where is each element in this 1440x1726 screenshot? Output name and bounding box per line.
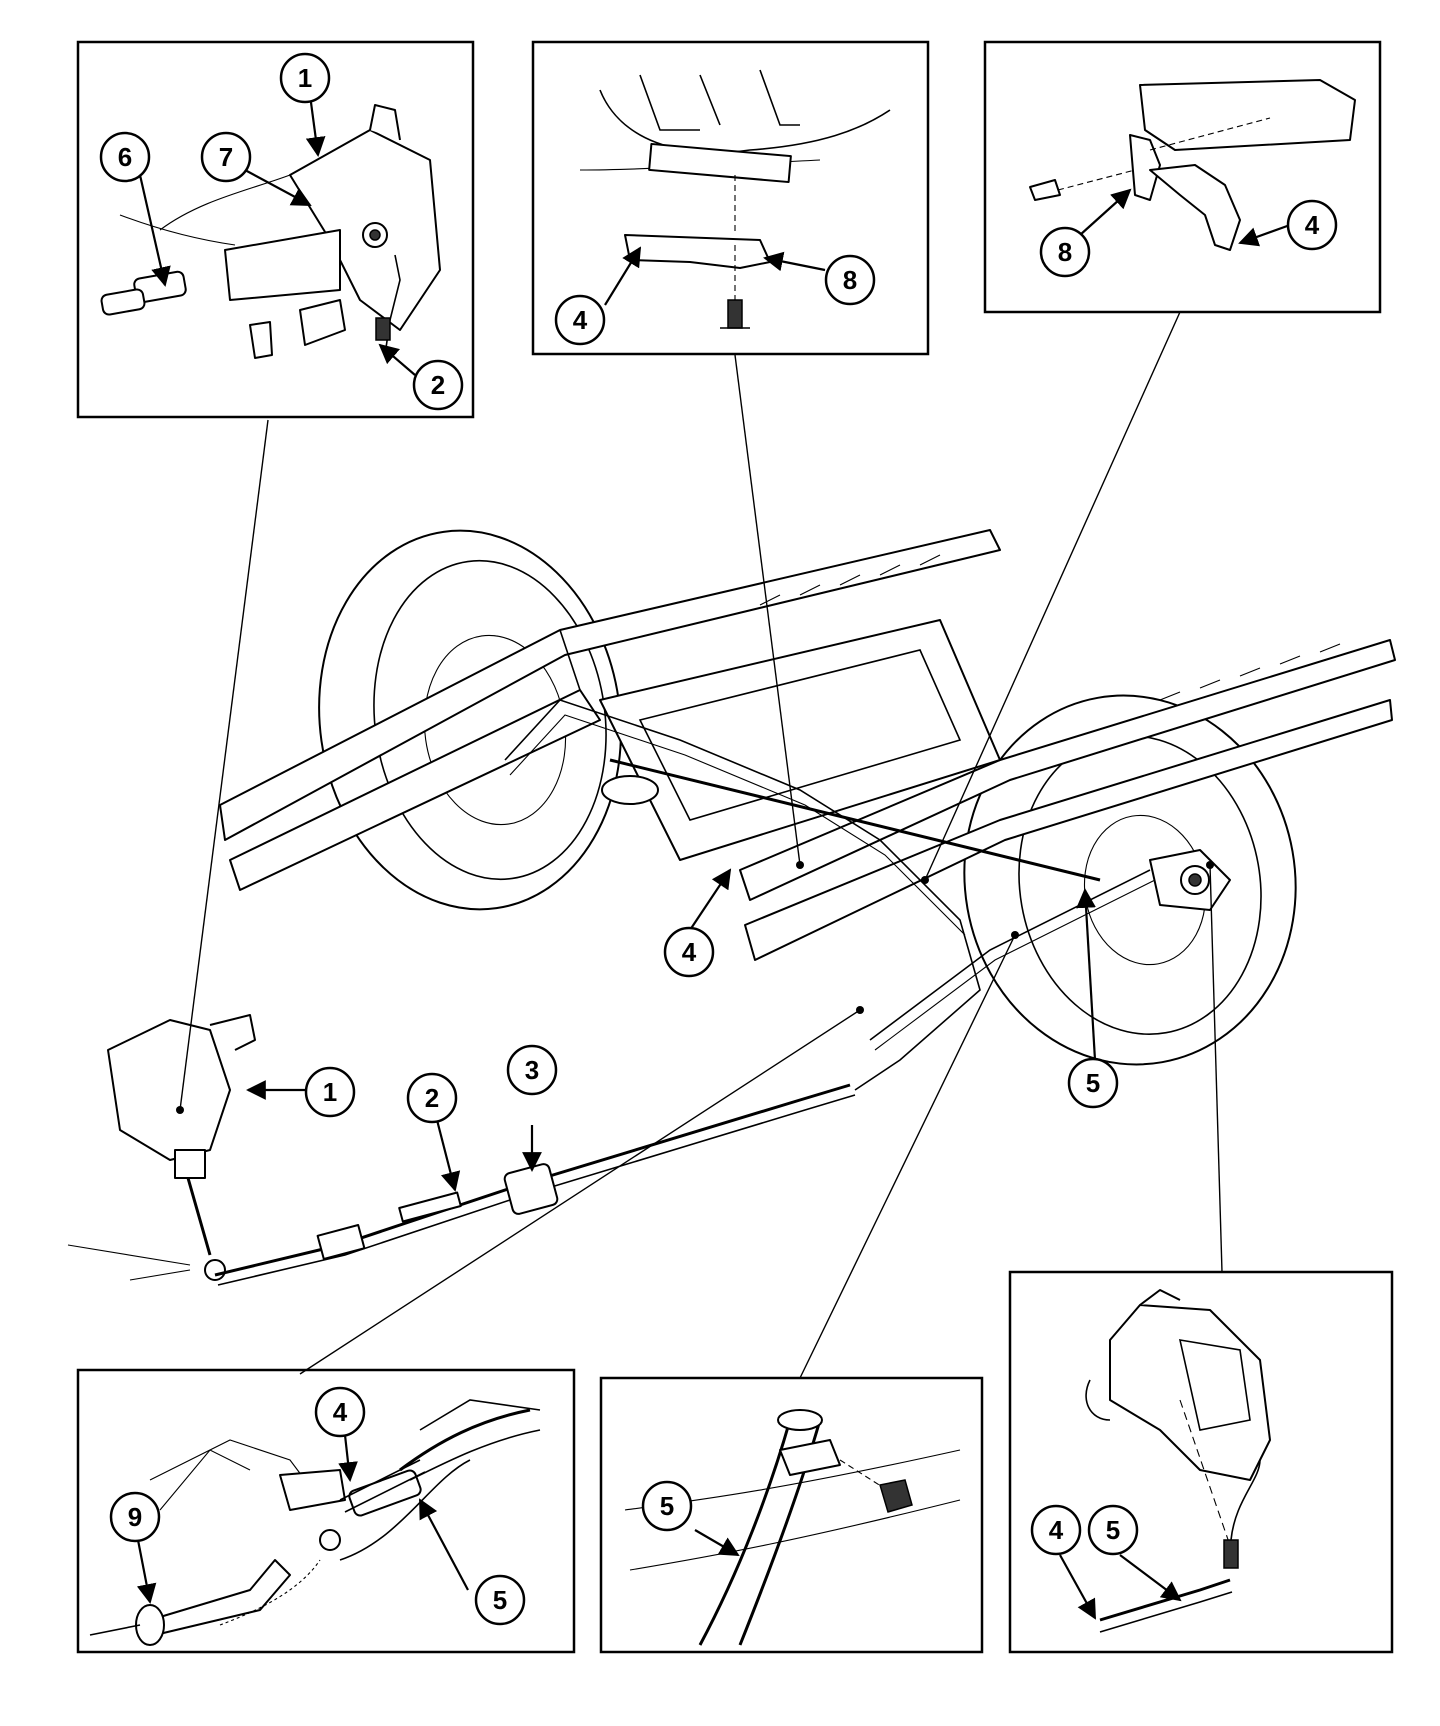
callout-label: 5 <box>1086 1068 1100 1098</box>
callout-4-inset-c: 4 <box>1286 199 1338 251</box>
callout-4-inset-b: 4 <box>554 294 606 346</box>
callout-1-main: 1 <box>304 1066 356 1118</box>
callout-4-inset-f: 4 <box>1030 1504 1082 1556</box>
callout-5-main: 5 <box>1067 1057 1119 1109</box>
leader-lines <box>176 311 1223 1379</box>
callout-3-main: 3 <box>506 1044 558 1096</box>
callout-label: 1 <box>323 1077 337 1107</box>
callout-5-inset-d: 5 <box>474 1574 526 1626</box>
callout-label: 4 <box>333 1397 348 1427</box>
callout-4-main: 4 <box>663 926 715 978</box>
callout-8-inset-b: 8 <box>824 254 876 306</box>
main-chassis-view <box>67 529 1396 1286</box>
callout-label: 9 <box>128 1502 142 1532</box>
callout-label: 4 <box>682 937 697 967</box>
callout-4-inset-d: 4 <box>314 1386 366 1438</box>
frame-rails <box>219 529 1396 961</box>
inset-parking-brake-pedal <box>76 40 475 419</box>
callout-label: 4 <box>573 305 588 335</box>
callout-2-main: 2 <box>406 1072 458 1124</box>
callout-label: 3 <box>525 1055 539 1085</box>
rear-parking-brake-cables <box>504 699 1156 1091</box>
callout-label: 4 <box>1305 210 1320 240</box>
callout-label: 7 <box>219 142 233 172</box>
callout-label: 2 <box>431 370 445 400</box>
callout-label: 8 <box>843 265 857 295</box>
callout-label: 5 <box>493 1585 507 1615</box>
callout-label: 1 <box>298 63 312 93</box>
callout-9-inset-d: 9 <box>109 1491 161 1543</box>
callout-6-inset-a: 6 <box>99 131 151 183</box>
callout-label: 5 <box>660 1491 674 1521</box>
callout-5-inset-f: 5 <box>1087 1504 1139 1556</box>
cable-equalizer <box>503 1163 559 1215</box>
inset-frame-bracket <box>983 40 1382 314</box>
parking-brake-control-assembly <box>67 1014 256 1281</box>
callout-2-inset-a: 2 <box>412 359 464 411</box>
callout-1-inset-a: 1 <box>279 52 331 104</box>
callout-label: 5 <box>1106 1515 1120 1545</box>
pointer-arrows <box>136 94 1291 1620</box>
callout-7-inset-a: 7 <box>200 131 252 183</box>
callout-label: 8 <box>1058 237 1072 267</box>
callout-label: 6 <box>118 142 132 172</box>
inset-brake-caliper <box>1008 1270 1394 1654</box>
callout-label: 4 <box>1049 1515 1064 1545</box>
callout-5-inset-e: 5 <box>641 1480 693 1532</box>
callout-8-inset-c: 8 <box>1039 226 1091 278</box>
callout-label: 2 <box>425 1083 439 1113</box>
